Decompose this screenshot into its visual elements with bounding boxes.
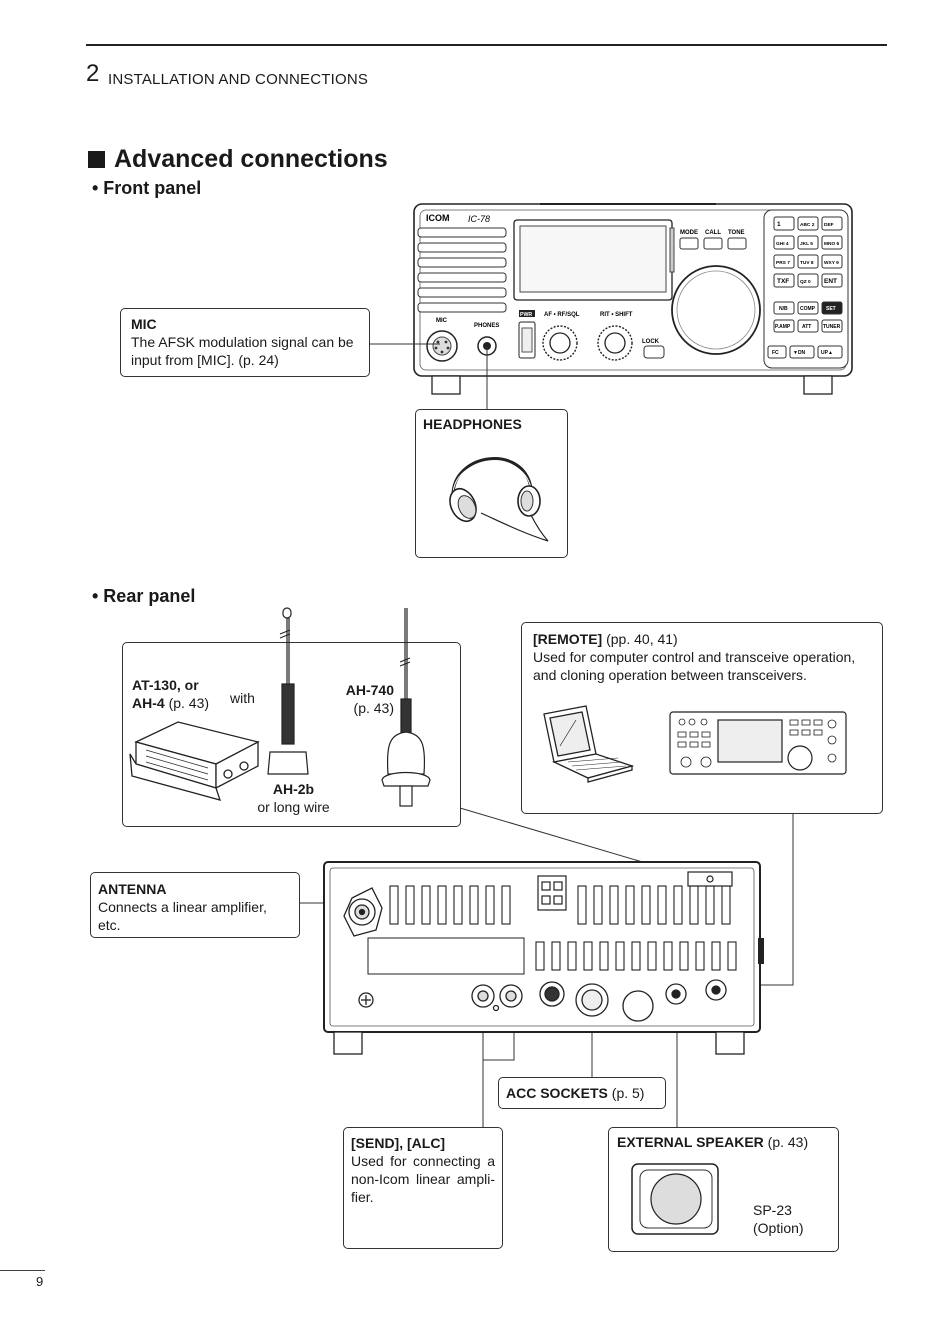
af-rf-label: AF • RF/SQL <box>544 312 580 318</box>
dc-power-connector <box>537 875 567 911</box>
key-9: WXY 9 <box>824 260 839 266</box>
with-label: with <box>230 690 255 706</box>
remote-jack <box>687 871 733 887</box>
key-8: TUV 8 <box>800 260 814 266</box>
speaker-model-group: SP-23 (Option) <box>753 1201 804 1237</box>
send-alc-text: Used for connecting a non-Icom linear am… <box>351 1153 495 1205</box>
chapter-title: INSTALLATION AND CONNECTIONS <box>108 71 369 88</box>
mic-callout-title: MIC <box>131 316 157 332</box>
key-4: GHI 4 <box>776 241 789 247</box>
call-label: CALL <box>705 230 721 236</box>
ext-speaker-page: (p. 43) <box>767 1134 809 1150</box>
transceiver-icon <box>669 711 847 775</box>
send-alc-callout: [SEND], [ALC] Used for connecting a non-… <box>343 1127 503 1249</box>
key-6: MNO 6 <box>824 241 840 247</box>
chapter-number: 2 <box>86 60 100 87</box>
mic-label: MIC <box>436 318 448 324</box>
antenna-connector <box>343 887 383 937</box>
pamp-label: P.AMP <box>775 324 791 330</box>
ah740-page: (p. 43) <box>353 700 394 716</box>
dn-label: ▼DN <box>793 350 806 356</box>
remote-title: [REMOTE] <box>533 631 603 647</box>
radio-brand: ICOM <box>426 213 450 223</box>
key-def: DEF <box>824 222 834 228</box>
key-1: 1 <box>777 221 781 228</box>
laptop-icon <box>543 705 635 783</box>
section-title-text: Advanced connections <box>114 145 388 173</box>
remote-pages: (pp. 40, 41) <box>606 631 678 647</box>
lock-label: LOCK <box>642 339 660 345</box>
front-panel-heading: • Front panel <box>92 178 202 198</box>
main-dial <box>671 265 761 355</box>
tone-label: TONE <box>728 230 745 236</box>
antenna-illustrations <box>129 607 431 807</box>
tuner-label: TUNER <box>823 324 841 330</box>
rear-panel-radio-illustration <box>323 861 764 1055</box>
comp-label: COMP <box>800 306 816 312</box>
pwr-label: PWR <box>520 312 532 318</box>
tuner-name: AT-130, or <box>132 677 199 693</box>
tuner-name-2: AH-4 <box>132 695 165 711</box>
acc-callout-title: ACC SOCKETS <box>506 1085 608 1101</box>
headphones-callout-title: HEADPHONES <box>423 416 522 432</box>
ah2b-name: AH-2b <box>272 781 315 797</box>
radio-model: IC-78 <box>468 214 490 224</box>
rear-panel-heading: • Rear panel <box>92 586 196 606</box>
header-rule <box>86 44 887 46</box>
rit-shift-label: RIT • SHIFT <box>600 312 633 318</box>
nb-label: N/B <box>779 306 788 312</box>
key-2: ABC 2 <box>800 222 815 228</box>
ah740-antenna-icon <box>381 608 431 807</box>
section-title: Advanced connections <box>88 145 388 174</box>
tuner-label-group: AT-130, or AH-4 (p. 43) <box>132 676 209 712</box>
ah2b-antenna-icon <box>267 607 309 775</box>
up-label: UP▲ <box>821 350 833 356</box>
remote-text: Used for computer control and transceive… <box>533 649 856 683</box>
tuner-page: (p. 43) <box>168 695 210 711</box>
key-5: JKL 5 <box>800 241 813 247</box>
mic-callout: MIC The AFSK modulation signal can be in… <box>120 308 370 377</box>
phones-label: PHONES <box>474 323 499 329</box>
antenna-callout-title: ANTENNA <box>98 881 167 897</box>
ah740-name: AH-740 <box>345 682 394 698</box>
antenna-callout-text: Connects a linear amplifier, etc. <box>98 899 267 933</box>
speaker-option: (Option) <box>753 1220 804 1236</box>
speaker-sp23-icon <box>631 1163 719 1235</box>
square-bullet-icon <box>88 151 105 168</box>
acc-callout-page: (p. 5) <box>611 1085 645 1101</box>
headphones-callout: HEADPHONES <box>415 409 568 558</box>
headphones-icon <box>449 457 549 542</box>
key-0: QZ 0 <box>800 279 811 285</box>
ah740-label-group: AH-740 (p. 43) <box>344 681 394 717</box>
key-7: PRS 7 <box>776 260 790 266</box>
key-ent: ENT <box>824 278 837 285</box>
acc-sockets-callout: ACC SOCKETS (p. 5) <box>498 1077 666 1109</box>
antenna-callout: ANTENNA Connects a linear amplifier, etc… <box>90 872 300 938</box>
mode-label: MODE <box>680 230 698 236</box>
key-txf: TXF <box>777 278 789 285</box>
att-label: ATT <box>802 324 811 330</box>
speaker-model: SP-23 <box>753 1202 792 1218</box>
ext-speaker-title: EXTERNAL SPEAKER <box>617 1134 764 1150</box>
fc-label: FC <box>772 350 779 356</box>
footer-rule <box>0 1270 45 1271</box>
tuner-unit-icon <box>129 721 260 801</box>
mic-callout-text: The AFSK modulation signal can be input … <box>131 334 354 368</box>
remote-illustrations <box>543 705 847 783</box>
page-number: 9 <box>36 1274 44 1289</box>
set-label: SET <box>826 306 836 312</box>
send-alc-title: [SEND], [ALC] <box>351 1135 446 1151</box>
front-panel-radio-illustration: ICOM IC-78 MIC PHONES MODE CALL TONE PWR… <box>413 203 853 395</box>
ah2b-label-group: AH-2b or long wire <box>256 780 331 816</box>
ah2b-sub: or long wire <box>257 799 330 815</box>
